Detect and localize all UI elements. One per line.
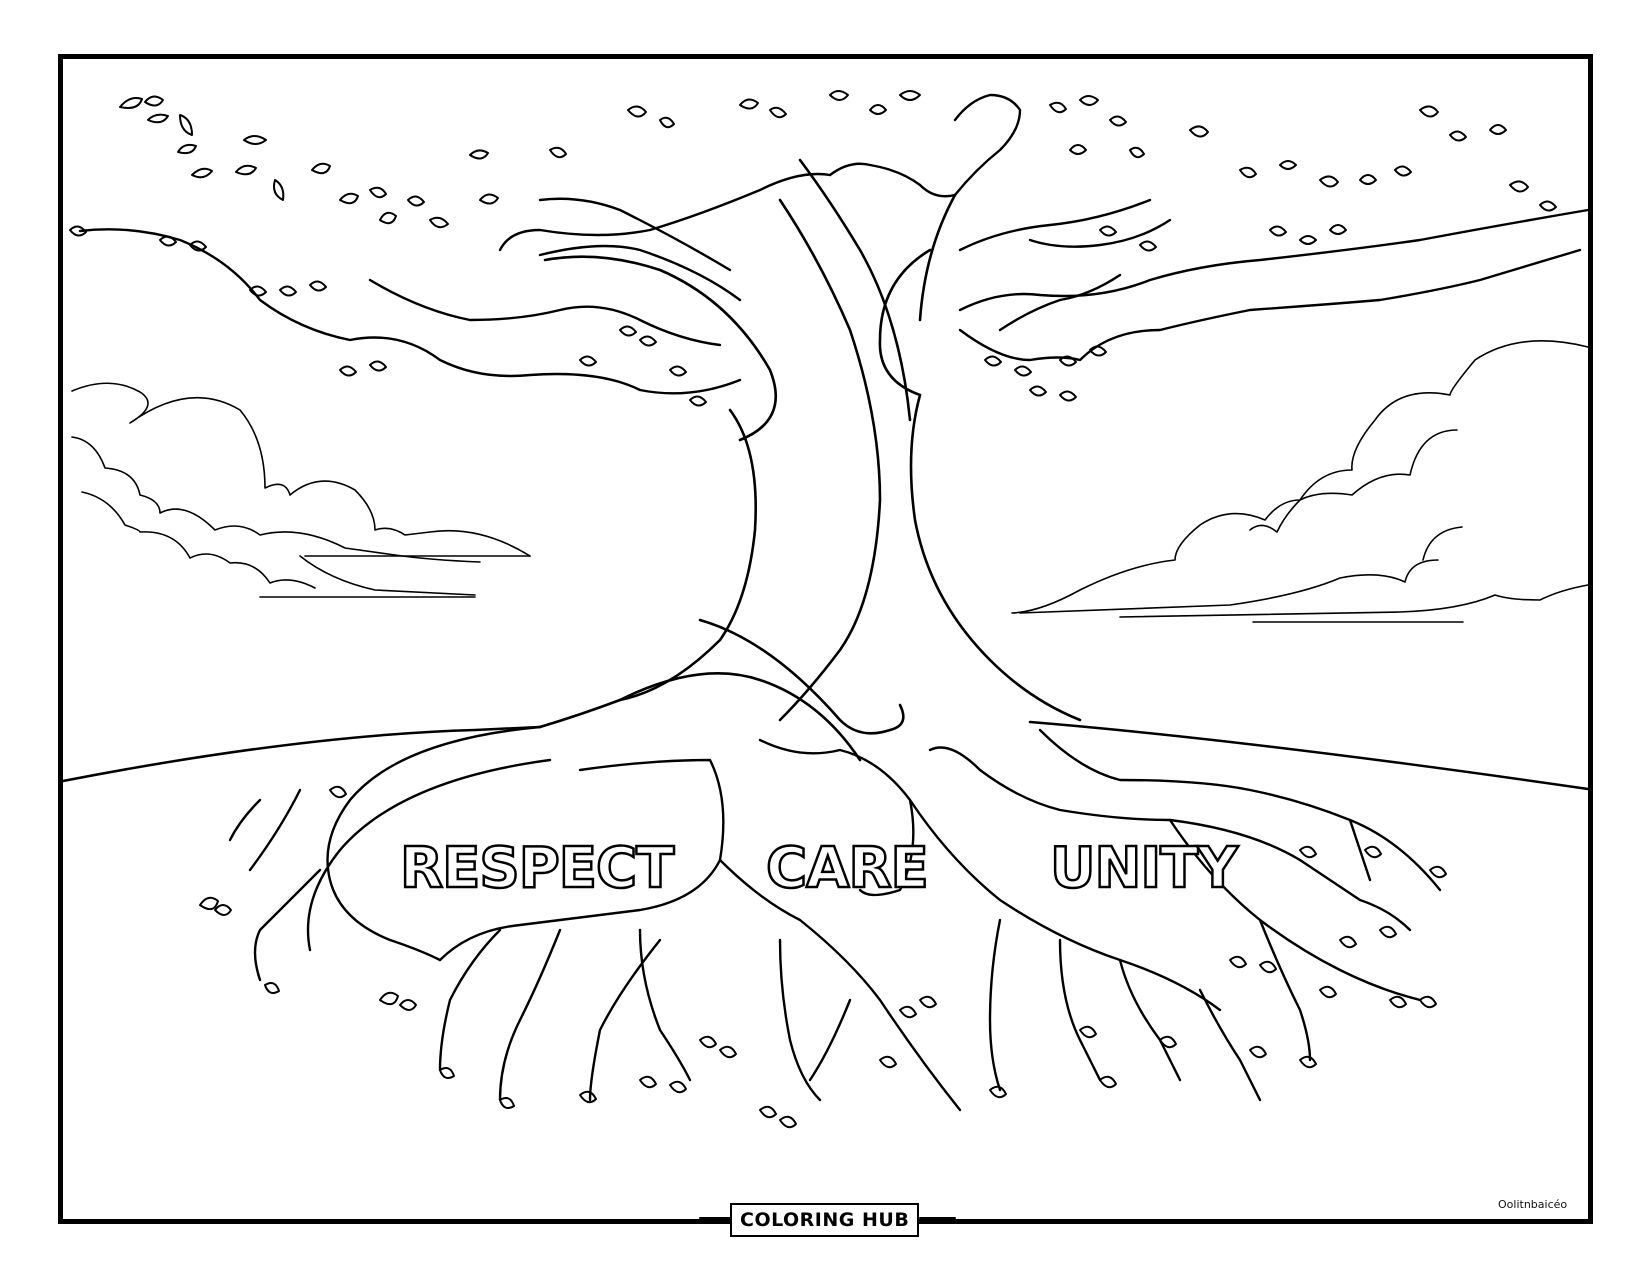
right-clouds [1011,340,1589,623]
ground [61,720,1590,791]
artist-signature: Oolitnbaicéo [1498,1198,1568,1211]
root-word-unity: UNITY [1049,835,1239,903]
tree-roots [228,725,1442,1112]
left-clouds [71,382,531,598]
root-word-respect: RESPECT [399,835,676,903]
tree-branches [78,93,1590,395]
brand-label: COLORING HUB [730,1203,920,1237]
canopy-leaves [69,90,1557,407]
tree-trunk [538,158,1082,762]
root-word-care: CARE [765,835,930,903]
root-leaves [199,785,1447,1129]
